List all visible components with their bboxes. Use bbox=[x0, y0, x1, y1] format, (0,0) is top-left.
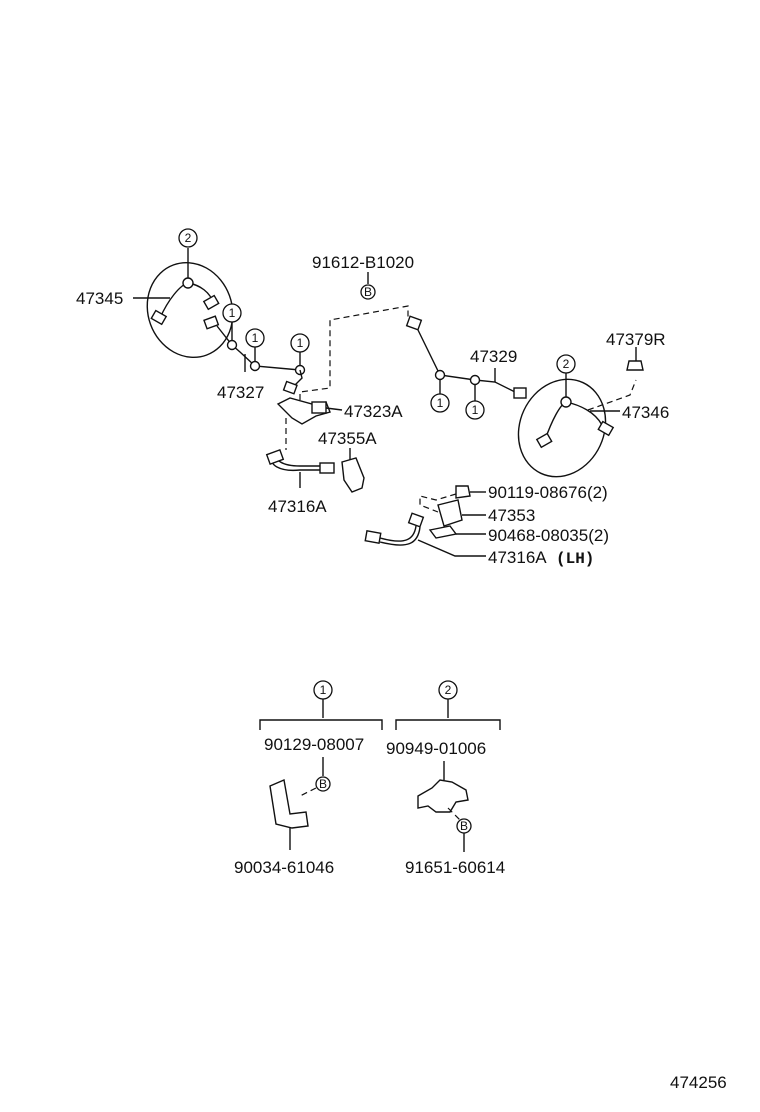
clip-47355a bbox=[341, 448, 365, 493]
svg-text:1: 1 bbox=[229, 306, 236, 320]
label-47353: 47353 bbox=[488, 506, 535, 525]
legend-group-2: 2 90949-01006 B 91651-60614 bbox=[386, 680, 505, 877]
label-47346: 47346 bbox=[622, 403, 669, 422]
label-47345: 47345 bbox=[76, 289, 123, 308]
svg-text:2: 2 bbox=[185, 231, 192, 245]
label-47329: 47329 bbox=[470, 347, 517, 366]
label-90468-08035: 90468-08035(2) bbox=[488, 526, 609, 545]
svg-text:1: 1 bbox=[320, 683, 327, 697]
callout-1-d: 1 bbox=[430, 393, 450, 413]
diagram-reference-number: 474256 bbox=[670, 1073, 727, 1092]
label-90119-08676: 90119-08676(2) bbox=[488, 483, 608, 502]
callout-1-e: 1 bbox=[465, 400, 485, 420]
label-47316a: 47316A bbox=[268, 497, 327, 516]
callout-2-right: 2 bbox=[556, 354, 576, 374]
callout-1-b: 1 bbox=[245, 328, 265, 348]
svg-text:B: B bbox=[319, 777, 327, 791]
label-91651-60614: 91651-60614 bbox=[405, 858, 505, 877]
label-90949-01006: 90949-01006 bbox=[386, 739, 486, 758]
flex-hose-47316a bbox=[265, 449, 335, 488]
label-47323a: 47323A bbox=[344, 402, 403, 421]
svg-text:1: 1 bbox=[437, 396, 444, 410]
brake-line-47327 bbox=[203, 315, 306, 395]
label-lh: (LH) bbox=[556, 550, 594, 568]
label-90034-61046: 90034-61046 bbox=[234, 858, 334, 877]
callout-b-top: B bbox=[360, 284, 376, 300]
svg-text:2: 2 bbox=[445, 683, 452, 697]
legend-group-1: 1 90129-08007 B 90034-61046 bbox=[234, 680, 383, 877]
svg-text:B: B bbox=[460, 819, 468, 833]
brake-line-47329 bbox=[405, 315, 527, 402]
right-wheel-hose-assembly bbox=[517, 347, 644, 478]
label-47327: 47327 bbox=[217, 383, 264, 402]
label-91612-b1020: 91612-B1020 bbox=[312, 253, 414, 272]
label-47316a-lh: 47316A bbox=[488, 548, 547, 567]
svg-text:B: B bbox=[364, 285, 372, 299]
three-way-junction-47323a bbox=[276, 305, 409, 450]
svg-text:2: 2 bbox=[563, 357, 570, 371]
callout-1-c: 1 bbox=[290, 333, 310, 353]
svg-text:1: 1 bbox=[472, 403, 479, 417]
label-47355a: 47355A bbox=[318, 429, 377, 448]
callout-2-left: 2 bbox=[178, 228, 198, 248]
label-47379r: 47379R bbox=[606, 330, 666, 349]
svg-text:1: 1 bbox=[297, 336, 304, 350]
label-90129-08007: 90129-08007 bbox=[264, 735, 364, 754]
left-wheel-hose-assembly bbox=[133, 248, 234, 359]
callout-1-a: 1 bbox=[222, 303, 242, 323]
lh-hose-assembly bbox=[364, 485, 486, 557]
svg-text:1: 1 bbox=[252, 331, 259, 345]
